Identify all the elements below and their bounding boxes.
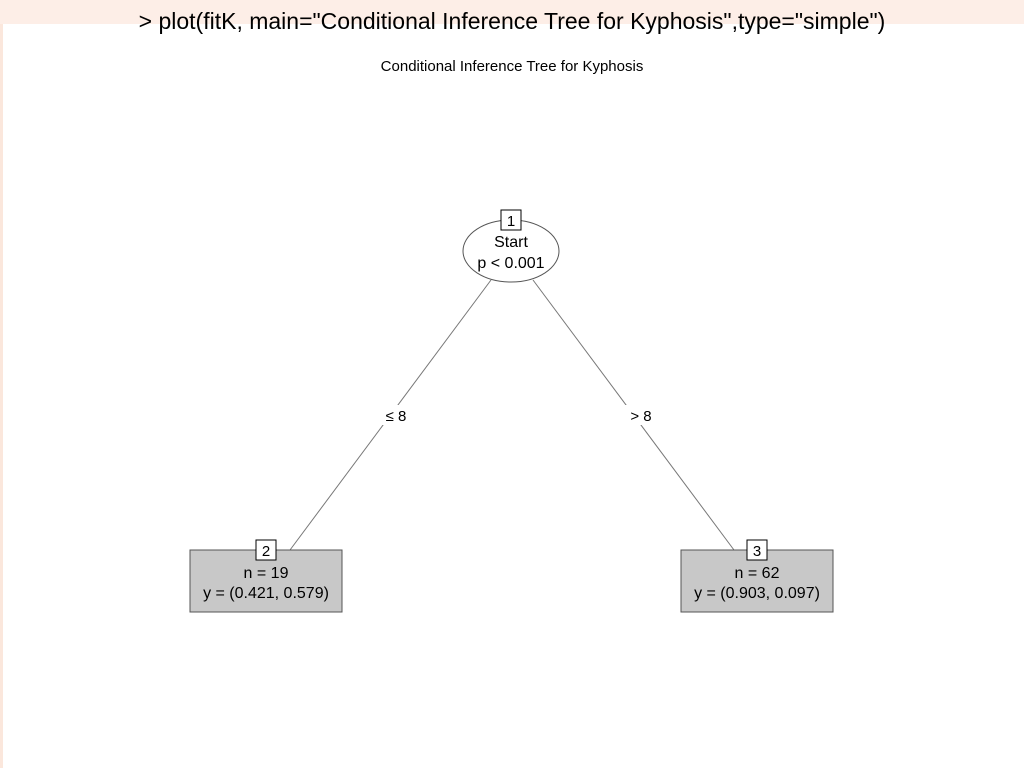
edge-left-label: ≤ 8 <box>386 408 407 425</box>
root-node-id-box <box>500 209 522 231</box>
leaf-node-3-n: n = 62 <box>735 565 780 582</box>
leaf-node-3-id: 3 <box>753 543 761 560</box>
edge-right-label: > 8 <box>630 408 651 425</box>
leaf-node-2-id: 2 <box>262 543 270 560</box>
root-node-pvalue: p < 0.001 <box>477 255 544 272</box>
edge-left-label-bg <box>378 405 412 425</box>
header-band <box>0 0 1024 24</box>
edge-right-label-bg <box>622 405 660 425</box>
root-node-variable: Start <box>494 234 528 251</box>
leaf-node-3-y: y = (0.903, 0.097) <box>694 585 820 602</box>
plot-title: Conditional Inference Tree for Kyphosis <box>381 58 644 75</box>
root-node-id: 1 <box>507 213 515 230</box>
leaf-node-2-id-box <box>255 539 277 561</box>
leaf-node-2-n: n = 19 <box>244 565 289 582</box>
leaf-node-3-id-box <box>746 539 768 561</box>
r-command-line: > plot(fitK, main="Conditional Inference… <box>138 8 886 34</box>
leaf-node-2-y: y = (0.421, 0.579) <box>203 585 329 602</box>
